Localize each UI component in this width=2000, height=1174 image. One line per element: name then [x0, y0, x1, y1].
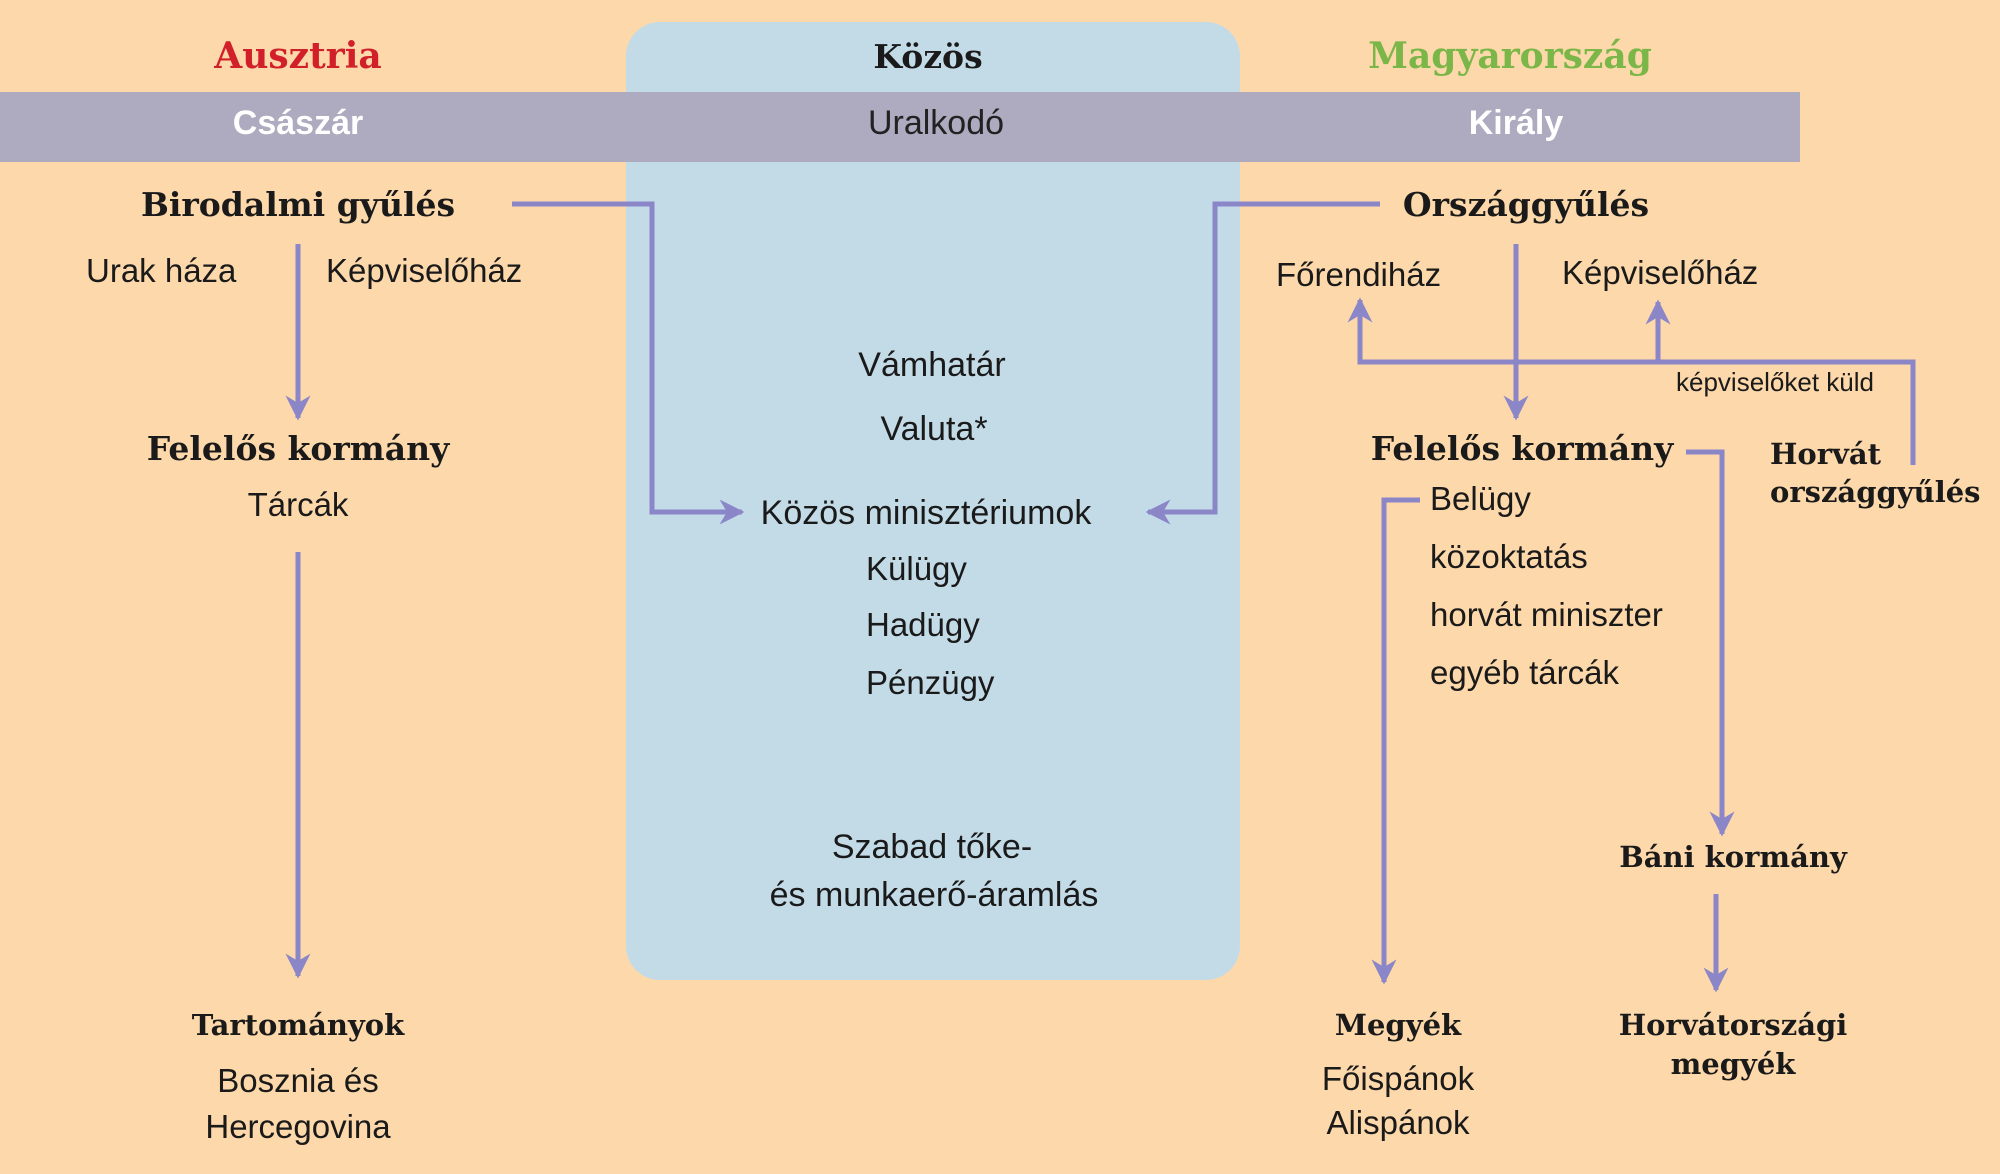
- common-ministries: Közös minisztériumok: [760, 494, 1092, 532]
- imperial-council: Birodalmi gyűlés: [140, 185, 456, 224]
- croatian-diet-line-2: országgyűlés: [1770, 475, 1981, 509]
- ban-government: Báni kormány: [1619, 840, 1847, 874]
- hungary-upper-house: Főrendiház: [1276, 256, 1442, 293]
- common-header: Közös: [873, 37, 983, 76]
- hungarian-diet: Országgyűlés: [1402, 185, 1650, 224]
- king-label: Király: [1468, 104, 1564, 142]
- finance-affairs: Pénzügy: [866, 664, 995, 701]
- austria-header: Ausztria: [214, 35, 382, 77]
- arrow-government-to-ban-government: [1686, 449, 1735, 837]
- arrow-croatian-delegates-to-upper-house: [1347, 297, 1916, 465]
- bosnia-line-2: Hercegovina: [205, 1108, 391, 1145]
- portfolio-education: közoktatás: [1430, 538, 1588, 575]
- war-affairs: Hadügy: [866, 606, 980, 643]
- deputy-sheriffs: Alispánok: [1326, 1104, 1470, 1141]
- portfolio-other: egyéb tárcák: [1430, 654, 1619, 691]
- austria-government: Felelős kormány: [146, 429, 450, 468]
- portfolio-croatian-minister: horvát miniszter: [1430, 596, 1663, 633]
- emperor-label: Császár: [232, 104, 364, 142]
- foreign-affairs: Külügy: [866, 550, 967, 587]
- free-flow-line-2: és munkaerő-áramlás: [769, 876, 1099, 914]
- austria-provinces: Tartományok: [191, 1008, 405, 1042]
- free-flow-line-1: Szabad tőke-: [831, 828, 1033, 866]
- hungary-lower-house: Képviselőház: [1562, 254, 1759, 291]
- currency: Valuta*: [880, 410, 988, 448]
- arrow-hungary-to-common-ministries: [1145, 201, 1380, 525]
- croatian-counties-line-1: Horvátországi: [1618, 1008, 1848, 1042]
- croatian-diet-line-1: Horvát: [1770, 437, 1882, 471]
- bosnia-line-1: Bosznia és: [217, 1062, 379, 1099]
- ruler-band: [0, 92, 1800, 162]
- portfolio-interior: Belügy: [1430, 480, 1531, 517]
- arrow-interior-to-counties: [1371, 497, 1420, 985]
- austria-lower-house: Képviselőház: [326, 252, 523, 289]
- austria-portfolios: Tárcák: [247, 486, 349, 523]
- hungary-government: Felelős kormány: [1370, 429, 1674, 468]
- monarch-label: Uralkodó: [867, 104, 1005, 142]
- austria-upper-house: Urak háza: [86, 252, 237, 289]
- hungary-header: Magyarország: [1368, 35, 1652, 77]
- sends-representatives-label: képviselőket küld: [1676, 367, 1874, 397]
- croatian-counties-line-2: megyék: [1670, 1047, 1796, 1081]
- arrow-austria-to-common-ministries: [512, 201, 745, 525]
- head-sheriffs: Főispánok: [1321, 1060, 1475, 1097]
- counties: Megyék: [1334, 1008, 1462, 1042]
- customs-border: Vámhatár: [858, 346, 1006, 384]
